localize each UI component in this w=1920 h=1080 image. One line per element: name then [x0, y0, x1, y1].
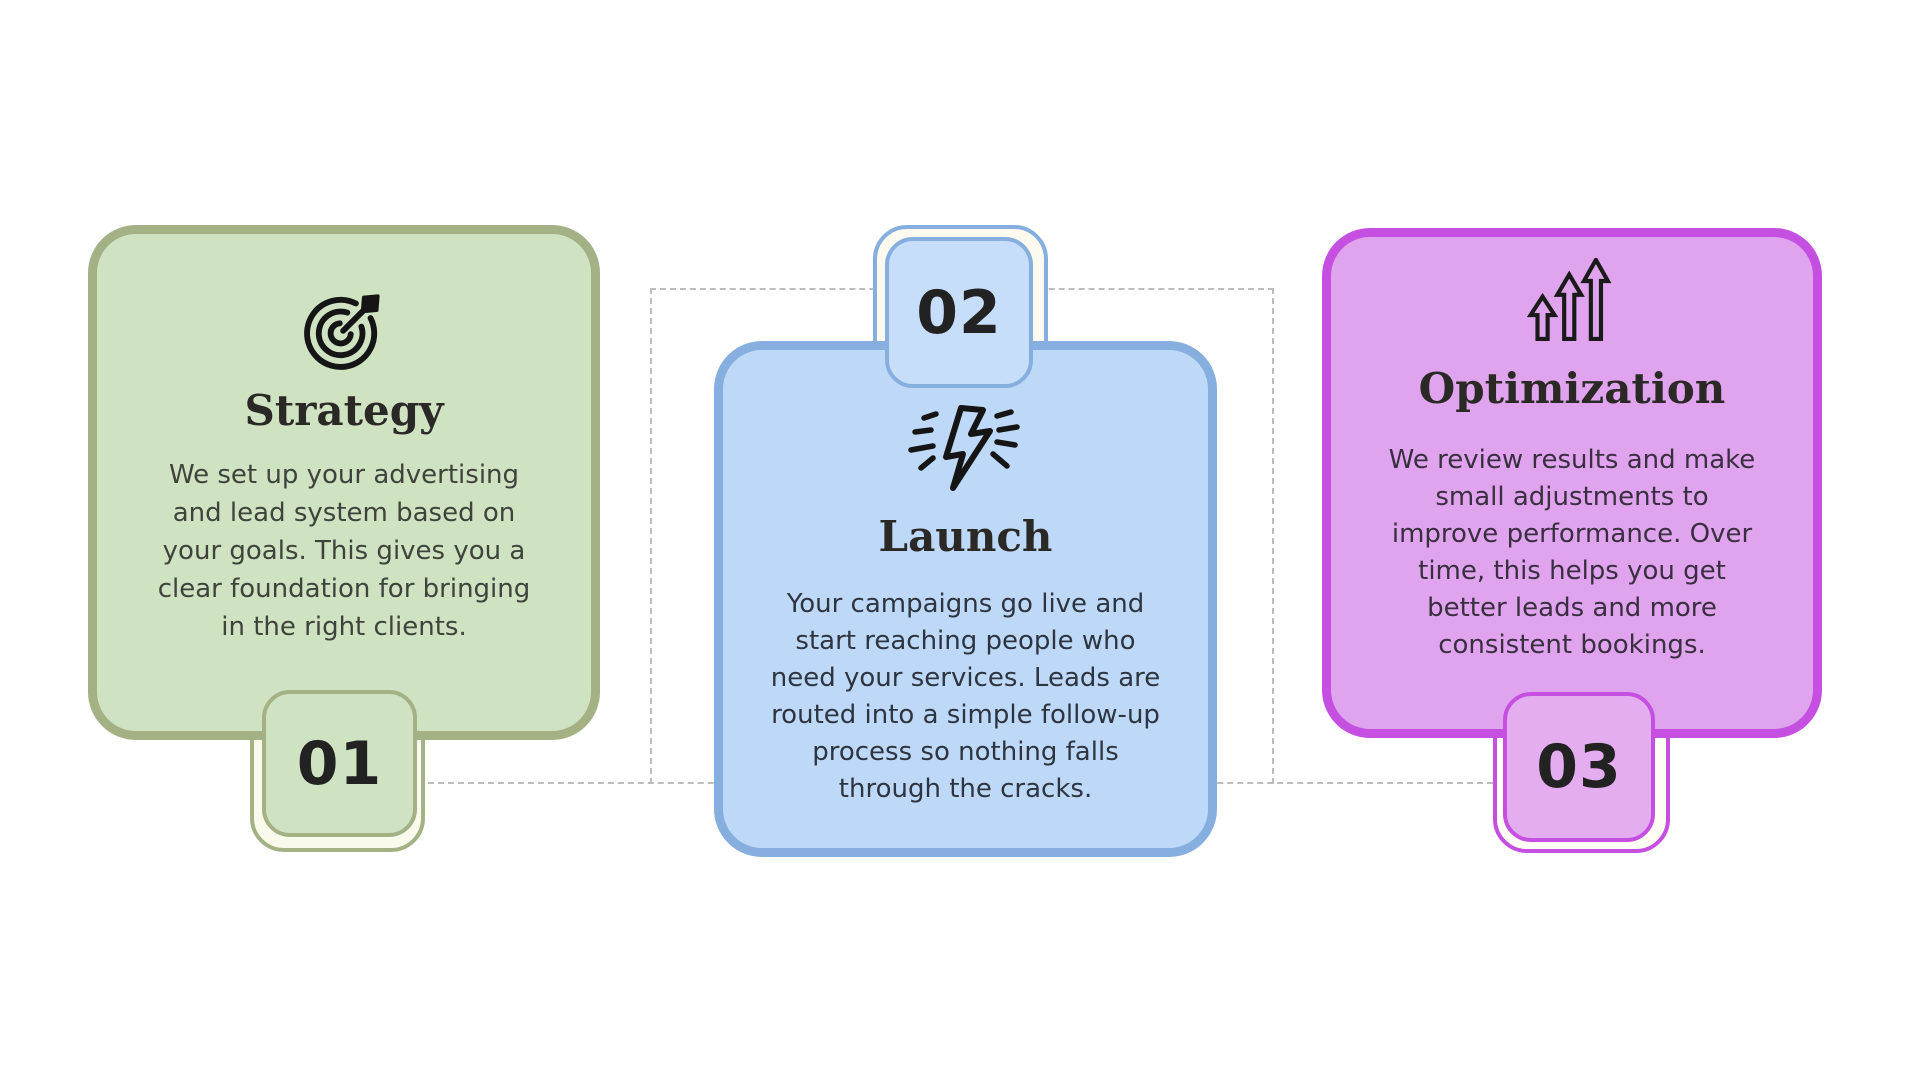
- step-description: We set up your advertising and lead syst…: [157, 460, 531, 642]
- step-description: Your campaigns go live and start reachin…: [770, 589, 1161, 804]
- badge-03: 03: [1503, 692, 1655, 842]
- step-title: Optimization: [1418, 364, 1726, 413]
- step-card-optimization: Optimization We review results and make …: [1322, 228, 1822, 738]
- step-title: Launch: [878, 512, 1053, 561]
- step-title: Strategy: [244, 386, 444, 435]
- badge-01: 01: [262, 690, 417, 837]
- target-dart-icon: [302, 288, 386, 376]
- lightning-bolt-icon: [891, 402, 1041, 502]
- badge-02: 02: [885, 237, 1033, 388]
- step-description: We review results and make small adjustm…: [1388, 445, 1756, 660]
- growth-arrows-icon: [1526, 255, 1618, 354]
- step-card-launch: Launch Your campaigns go live and start …: [714, 341, 1217, 857]
- step-card-strategy: Strategy We set up your advertising and …: [88, 225, 600, 740]
